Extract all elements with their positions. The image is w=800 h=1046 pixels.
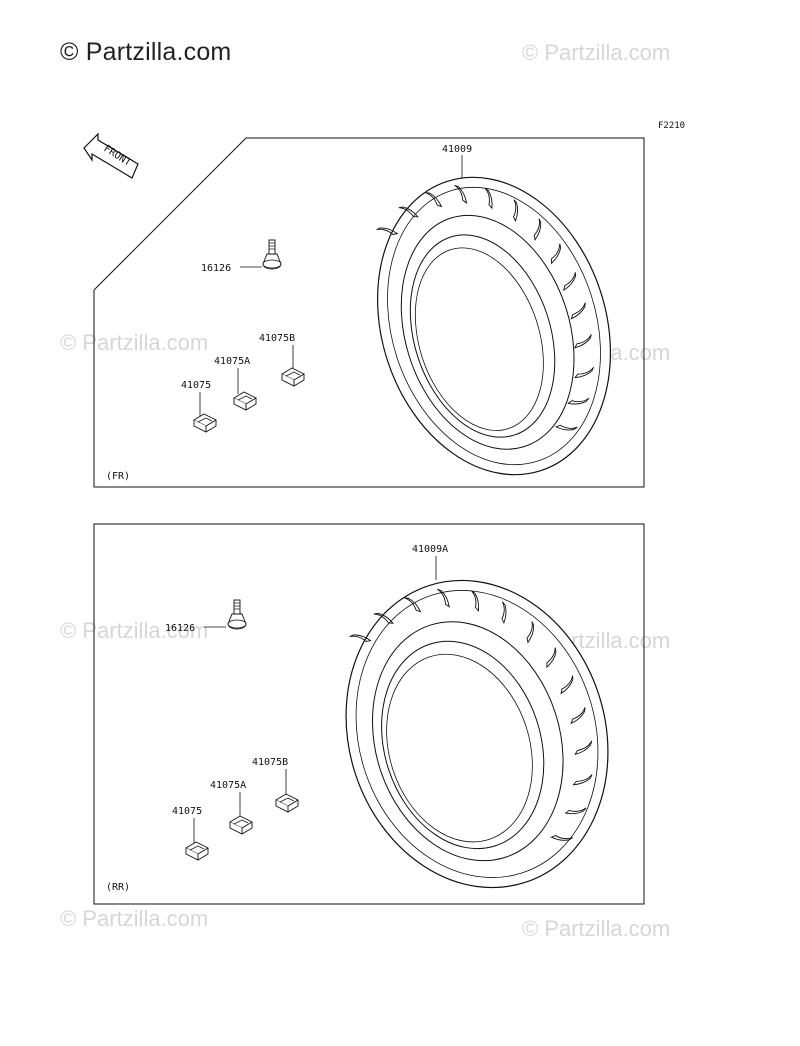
- front-panel-label: (FR): [106, 471, 130, 482]
- partzilla-logo-text: © Partzilla.com: [60, 38, 232, 66]
- balance-weight-icon: [193, 413, 217, 433]
- watermark: © Partzilla.com: [522, 40, 671, 65]
- part-label-41009[interactable]: 41009: [442, 144, 472, 155]
- front-arrow-icon: FRONT: [83, 132, 139, 179]
- balance-weight-a-icon: [233, 391, 257, 411]
- valve-stem-icon: [262, 239, 282, 270]
- rear-panel-label: (RR): [106, 882, 130, 893]
- part-label-41075B[interactable]: 41075B: [259, 333, 295, 344]
- part-label-16126-rear[interactable]: 16126: [165, 623, 195, 634]
- part-label-41075A[interactable]: 41075A: [214, 356, 250, 367]
- balance-weight-a-icon: [229, 815, 253, 835]
- watermark: © Partzilla.com: [60, 330, 209, 355]
- front-tire: [376, 176, 612, 476]
- rear-panel: (RR): [93, 523, 645, 905]
- rear-tire: [345, 579, 609, 889]
- balance-weight-b-icon: [281, 367, 305, 387]
- part-label-41075-rear[interactable]: 41075: [172, 806, 202, 817]
- part-label-41075B-rear[interactable]: 41075B: [252, 757, 288, 768]
- part-label-41075[interactable]: 41075: [181, 380, 211, 391]
- front-panel: (FR): [93, 137, 645, 488]
- watermark: © Partzilla.com: [60, 906, 209, 931]
- diagram-code: F2210: [658, 121, 686, 131]
- balance-weight-icon: [185, 841, 209, 861]
- balance-weight-b-icon: [275, 793, 299, 813]
- watermark: © Partzilla.com: [60, 618, 209, 643]
- watermark: © Partzilla.com: [522, 916, 671, 941]
- part-label-16126[interactable]: 16126: [201, 263, 231, 274]
- part-label-41075A-rear[interactable]: 41075A: [210, 780, 246, 791]
- valve-stem-icon: [227, 599, 247, 630]
- part-label-41009A[interactable]: 41009A: [412, 544, 448, 555]
